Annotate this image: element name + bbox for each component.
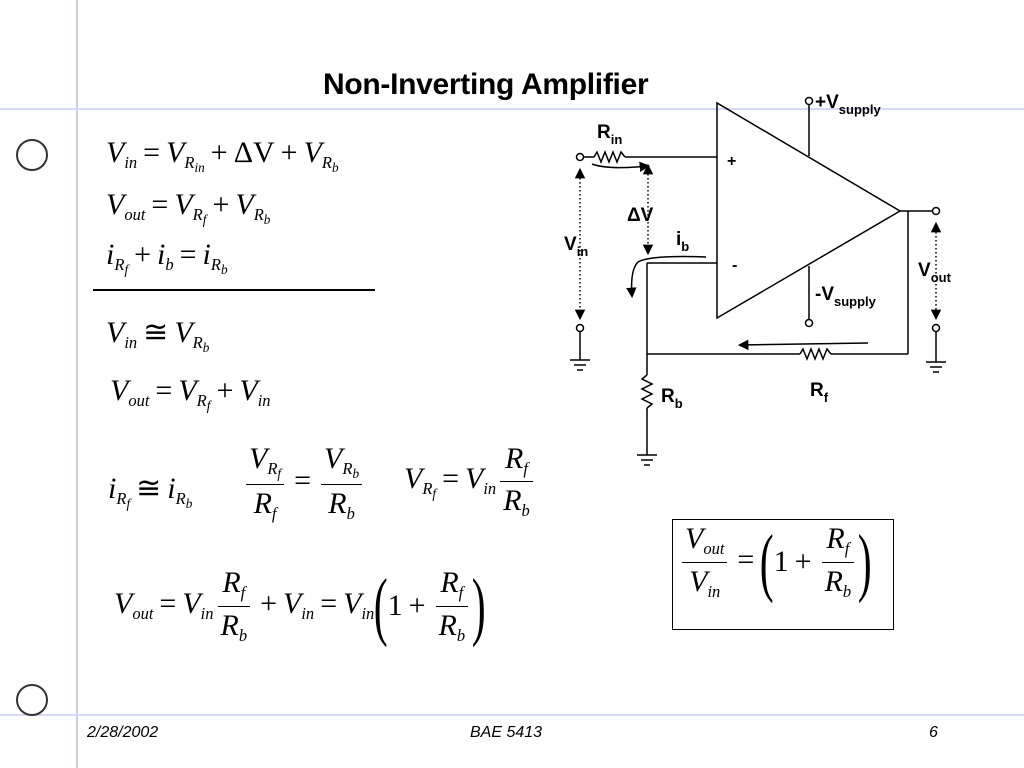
label-rf: Rf: [810, 380, 829, 405]
equation-divider: [93, 289, 375, 291]
margin-line-vertical: [76, 0, 78, 768]
binder-hole-bottom: [16, 684, 48, 716]
resistor-rin: [593, 149, 626, 165]
rf-current-arrow: [737, 339, 869, 351]
label-minus: -: [732, 257, 737, 274]
label-vin: Vin: [564, 234, 588, 259]
ib-arrow: [626, 255, 707, 299]
equation-current-approx: iRf≅iRb: [108, 472, 193, 511]
resistor-rf: [799, 346, 832, 362]
label-rin: Rin: [597, 122, 622, 147]
label-rb: Rb: [661, 386, 683, 411]
terminal-vsupply-neg: [804, 318, 814, 328]
op-amp-triangle: [716, 101, 902, 320]
binder-hole-top: [16, 139, 48, 171]
page-title: Non-Inverting Amplifier: [323, 68, 649, 101]
equation-vin-approx: Vin≅VRb: [106, 316, 210, 355]
label-vsupply-pos: +Vsupply: [815, 92, 881, 117]
terminal-vout-ground: [931, 323, 941, 333]
terminal-vin-ground: [575, 323, 585, 333]
equation-vout-vrf-vin: Vout=VRf+Vin: [110, 374, 271, 413]
margin-line-top: [0, 108, 1024, 110]
equation-vout-sum: Vout=VRf+VRb: [106, 188, 271, 227]
terminal-vin: [575, 152, 585, 162]
resistor-rb: [640, 374, 654, 409]
terminal-vsupply-pos: [804, 96, 814, 106]
margin-line-bottom: [0, 714, 1024, 716]
label-plus: +: [727, 153, 736, 170]
label-ib: ib: [676, 229, 689, 254]
label-vout: Vout: [918, 260, 952, 285]
label-vsupply-neg: -Vsupply: [815, 284, 877, 309]
equation-current-sum: iRf+ib=iRb: [106, 238, 228, 277]
input-current-arrow: [591, 161, 651, 173]
footer-page-number: 6: [929, 724, 938, 741]
footer-date: 2/28/2002: [87, 724, 159, 741]
terminal-vout: [931, 206, 941, 216]
equation-vin-sum: Vin=VRin+ΔV+VRb: [106, 136, 339, 175]
result-box: [672, 519, 894, 630]
label-delta-v: ΔV: [627, 205, 654, 226]
footer-course: BAE 5413: [470, 724, 543, 741]
